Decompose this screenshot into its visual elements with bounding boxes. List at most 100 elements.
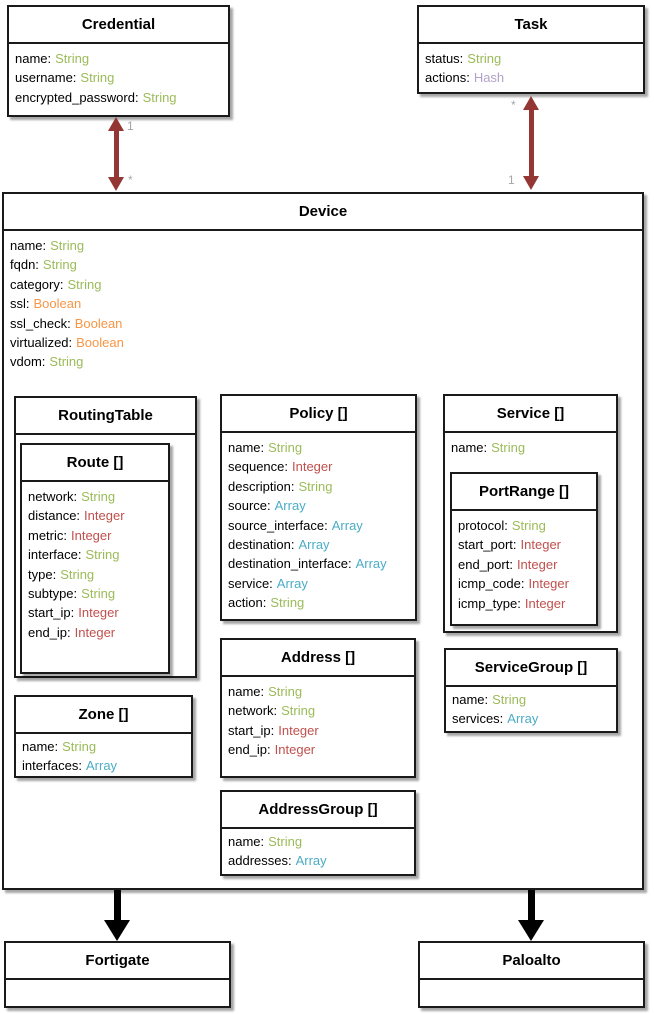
attribute-name: service: bbox=[228, 575, 273, 591]
attribute-type: String bbox=[491, 440, 526, 455]
class-attributes: name:String services:Array bbox=[446, 687, 616, 735]
attribute-type: String bbox=[62, 739, 97, 754]
attribute-name: name: bbox=[228, 440, 265, 455]
attribute-type: Integer bbox=[74, 624, 116, 640]
attribute-type: Array bbox=[85, 758, 118, 774]
attribute-type: String bbox=[511, 518, 546, 533]
attribute-row: virtualized:Boolean bbox=[10, 333, 636, 352]
class-attributes: name:String interfaces:Array bbox=[16, 734, 191, 782]
attribute-row: type:String bbox=[28, 565, 162, 584]
attribute-row: end_ip:Integer bbox=[228, 740, 408, 759]
attribute-row: description:String bbox=[228, 477, 409, 496]
attribute-type: Integer bbox=[292, 459, 333, 475]
attribute-row: name:String bbox=[15, 49, 222, 68]
attribute-name: interface: bbox=[28, 547, 82, 563]
attribute-type: String bbox=[142, 89, 177, 105]
attribute-name: virtualized: bbox=[10, 335, 73, 351]
attribute-row: category:String bbox=[10, 275, 636, 294]
class-title: Address [] bbox=[222, 640, 414, 677]
attribute-name: vdom: bbox=[10, 354, 46, 370]
class-title: Device bbox=[4, 194, 642, 231]
attribute-name: type: bbox=[28, 566, 57, 582]
multiplicity-label: * bbox=[128, 173, 133, 187]
class-title: Route [] bbox=[22, 445, 168, 482]
attribute-name: source: bbox=[228, 498, 271, 514]
attribute-type: Integer bbox=[84, 508, 125, 524]
attribute-type: String bbox=[270, 595, 305, 611]
attribute-row: ssl:Boolean bbox=[10, 294, 636, 313]
attribute-type: Integer bbox=[278, 722, 319, 738]
arrow-shaft bbox=[114, 890, 121, 920]
attribute-type: Integer bbox=[516, 556, 558, 572]
class-attributes: name:String sequence:Integer description… bbox=[222, 433, 415, 619]
attribute-name: name: bbox=[22, 739, 59, 754]
association-arrow-task-device bbox=[523, 96, 540, 190]
attribute-type: String bbox=[80, 70, 115, 86]
attribute-name: subtype: bbox=[28, 586, 78, 602]
attribute-row: services:Array bbox=[452, 709, 610, 728]
attribute-type: Array bbox=[507, 711, 539, 727]
attribute-name: sequence: bbox=[228, 459, 288, 475]
attribute-row: action:String bbox=[228, 593, 409, 612]
attribute-row: name:String bbox=[22, 737, 185, 756]
attribute-name: start_ip: bbox=[28, 605, 75, 621]
attribute-type: String bbox=[49, 354, 84, 370]
attribute-name: start_port: bbox=[458, 537, 517, 553]
attribute-name: name: bbox=[228, 684, 265, 699]
class-zone: Zone [] name:String interfaces:Array bbox=[14, 695, 193, 778]
attribute-name: end_ip: bbox=[228, 742, 271, 758]
class-title: Zone [] bbox=[16, 697, 191, 734]
attribute-name: network: bbox=[28, 489, 78, 504]
attribute-name: icmp_type: bbox=[458, 595, 521, 611]
attribute-name: name: bbox=[10, 238, 47, 253]
class-attributes: protocol:String start_port:Integer end_p… bbox=[452, 511, 596, 619]
attribute-name: addresses: bbox=[228, 853, 292, 869]
attribute-name: description: bbox=[228, 478, 295, 494]
attribute-name: encrypted_password: bbox=[15, 89, 139, 105]
attribute-type: Array bbox=[331, 517, 363, 533]
attribute-row: start_ip:Integer bbox=[228, 721, 408, 740]
attribute-type: String bbox=[298, 478, 333, 494]
attribute-row: end_ip:Integer bbox=[28, 623, 162, 642]
attribute-row: end_port:Integer bbox=[458, 555, 590, 574]
attribute-row: destination_interface:Array bbox=[228, 554, 409, 573]
arrowhead-down-icon bbox=[523, 176, 539, 190]
attribute-type: String bbox=[55, 51, 90, 66]
attribute-type: Boolean bbox=[74, 315, 123, 331]
class-attributes: name:String addresses:Array bbox=[222, 829, 414, 877]
attribute-type: Integer bbox=[78, 605, 119, 621]
attribute-row: service:Array bbox=[228, 574, 409, 593]
attribute-name: source_interface: bbox=[228, 517, 328, 533]
class-credential: Credential name:String username:String e… bbox=[7, 5, 230, 117]
arrow-shaft bbox=[528, 890, 535, 920]
attribute-name: name: bbox=[451, 440, 488, 455]
attribute-name: actions: bbox=[425, 70, 470, 86]
arrowhead-down-icon bbox=[518, 920, 544, 941]
class-title: AddressGroup [] bbox=[222, 792, 414, 829]
attribute-name: start_ip: bbox=[228, 722, 275, 738]
class-title: Service [] bbox=[445, 396, 616, 433]
inheritance-arrow-paloalto bbox=[518, 890, 544, 941]
attribute-row: distance:Integer bbox=[28, 506, 162, 525]
attribute-row: name:String bbox=[10, 236, 636, 255]
class-title: Paloalto bbox=[420, 943, 643, 980]
attribute-name: destination: bbox=[228, 537, 295, 553]
attribute-type: Boolean bbox=[33, 296, 82, 312]
attribute-type: String bbox=[81, 489, 116, 504]
attribute-type: Hash bbox=[473, 70, 505, 86]
attribute-type: String bbox=[467, 51, 502, 66]
attribute-name: icmp_code: bbox=[458, 576, 525, 592]
class-task: Task status:String actions:Hash bbox=[417, 5, 645, 94]
attribute-name: ssl_check: bbox=[10, 315, 71, 331]
attribute-type: String bbox=[42, 257, 77, 273]
attribute-row: ssl_check:Boolean bbox=[10, 314, 636, 333]
attribute-row: name:String bbox=[228, 438, 409, 457]
attribute-type: String bbox=[81, 586, 116, 602]
attribute-type: Integer bbox=[274, 742, 316, 758]
attribute-row: destination:Array bbox=[228, 535, 409, 554]
attribute-type: Integer bbox=[528, 576, 569, 592]
attribute-type: Integer bbox=[520, 537, 562, 553]
class-title: PortRange [] bbox=[452, 474, 596, 511]
arrowhead-down-icon bbox=[108, 177, 124, 191]
